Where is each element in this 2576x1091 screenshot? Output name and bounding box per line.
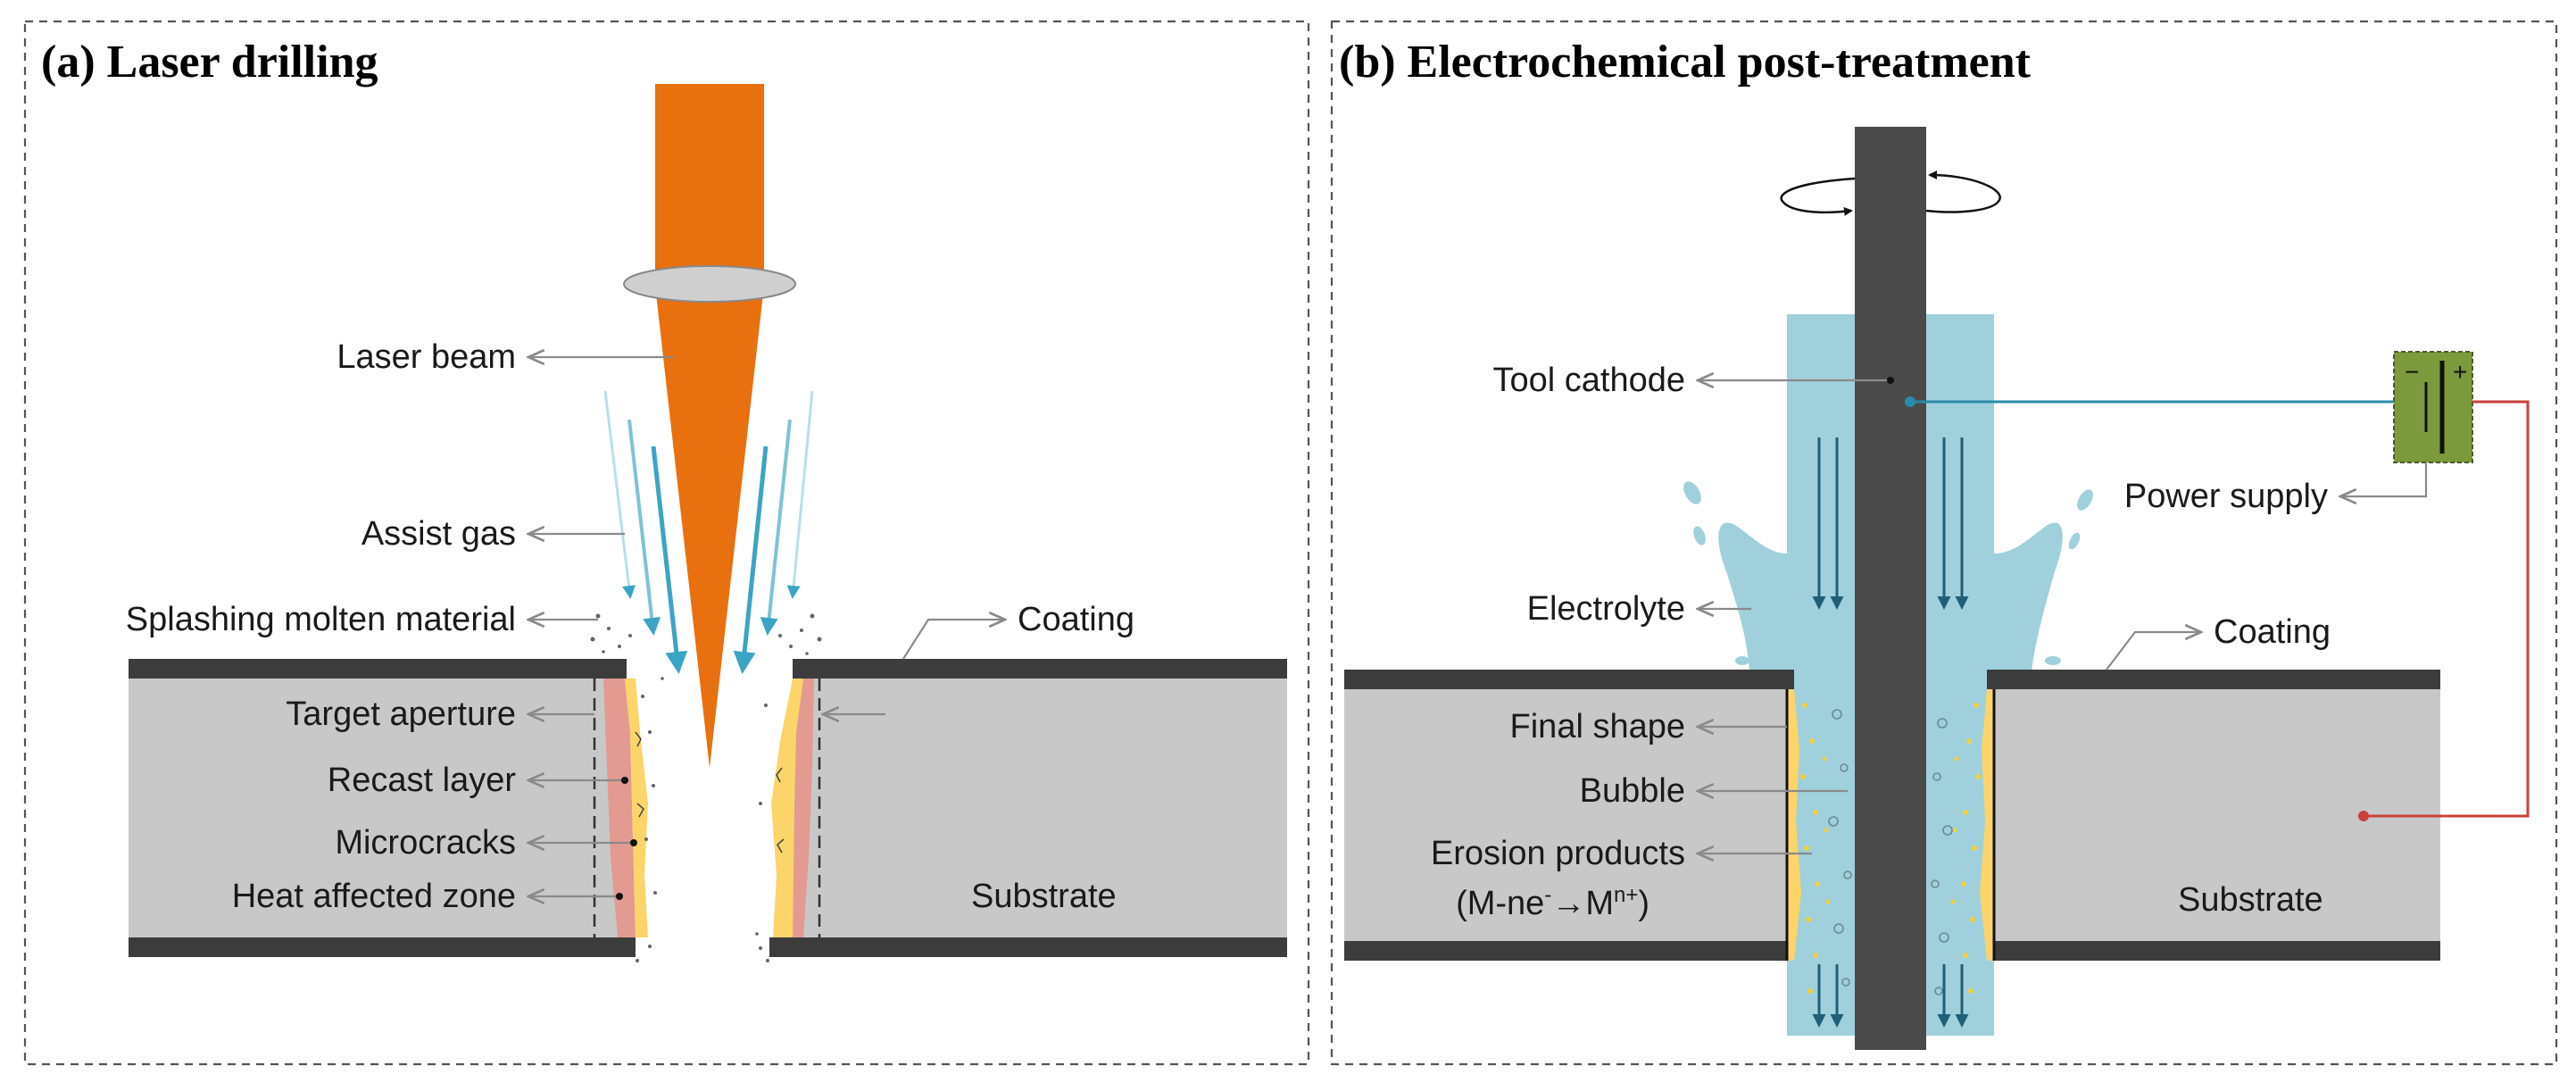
label-laser-beam: Laser beam [337,338,516,376]
final-shape-right-wall [1980,689,1994,961]
left-coating-bottom [129,937,636,957]
final-shape-left-wall [1787,689,1801,961]
b-left-coating-bottom [1344,941,1794,961]
workpiece-contact [2358,811,2369,821]
label-power-supply: Power supply [2124,478,2328,515]
panel-a-laser-drilling: (a) Laser drilling [23,20,1310,1066]
cathode-contact [1905,396,1915,407]
label-substrate-a: Substrate [971,878,1117,915]
rotation-arrows [1780,171,2001,216]
b-left-substrate [1344,689,1794,941]
electrolyte-splash-right [1994,522,2063,671]
left-recast-layer [603,679,636,937]
label-microcracks: Microcracks [335,824,516,862]
assist-gas-arrows [603,390,814,674]
laser-beam-cone [655,286,764,768]
panel-b-frame [1330,20,2558,1066]
panel-a-leaders [528,357,1005,900]
focusing-lens [623,265,796,303]
label-heat-affected-zone: Heat affected zone [232,878,516,915]
label-target-aperture: Target aperture [286,695,516,733]
label-coating-a: Coating [1018,601,1134,638]
electrolyte-droplets [1683,481,2093,665]
right-coating-top [793,659,1287,679]
panel-a-title: (a) Laser drilling [41,37,378,87]
label-bubble: Bubble [1580,772,1685,810]
right-substrate [793,679,1287,937]
label-assist-gas: Assist gas [361,515,516,553]
label-final-shape: Final shape [1510,708,1685,745]
electrolyte-flow-arrows [1812,437,1969,1028]
circuit-wire-workpiece [2364,400,2530,818]
power-plus-sign: + [2453,358,2467,386]
formula-part1: (M-ne [1456,885,1544,922]
tool-cathode [1855,127,1926,1050]
electrolyte-splash-left [1718,522,1787,671]
label-recast-layer: Recast layer [328,762,517,799]
power-minus-sign: − [2405,358,2419,386]
label-electrolyte: Electrolyte [1527,590,1685,628]
label-erosion-products: Erosion products [1431,835,1685,872]
laser-beam-column [655,84,764,289]
label-splashing-molten-material: Splashing molten material [126,601,516,638]
formula-part2: →M [1551,885,1614,922]
label-tool-cathode: Tool cathode [1493,362,1686,399]
b-right-coating-bottom [1987,941,2440,961]
formula-close: ) [1638,885,1649,922]
b-right-coating-top [1987,670,2440,689]
erosion-products [1800,703,1981,994]
formula-sup2: n+ [1614,883,1638,907]
right-recast-layer [793,679,814,937]
right-coating-bottom [769,937,1287,957]
panel-b-title: (b) Electrochemical post-treatment [1339,37,2032,87]
panel-b-electrochemical: (b) Electrochemical post-treatment [1330,20,2558,1066]
panel-a-frame [23,20,1310,1066]
label-erosion-formula: (M-ne-→Mn+) [1456,883,1649,922]
microcracks [635,731,785,854]
right-heat-affected-zone [771,679,803,937]
left-heat-affected-zone [625,679,648,937]
formula-sup1: - [1544,883,1551,907]
b-left-coating-top [1344,670,1794,689]
panel-b-leaders [1698,377,2428,854]
bubbles [1828,709,1953,995]
power-supply [2393,351,2473,463]
spatter-particles [590,613,822,962]
left-coating-top [129,659,627,679]
label-substrate-b: Substrate [2178,881,2323,919]
label-coating-b: Coating [2214,613,2331,651]
